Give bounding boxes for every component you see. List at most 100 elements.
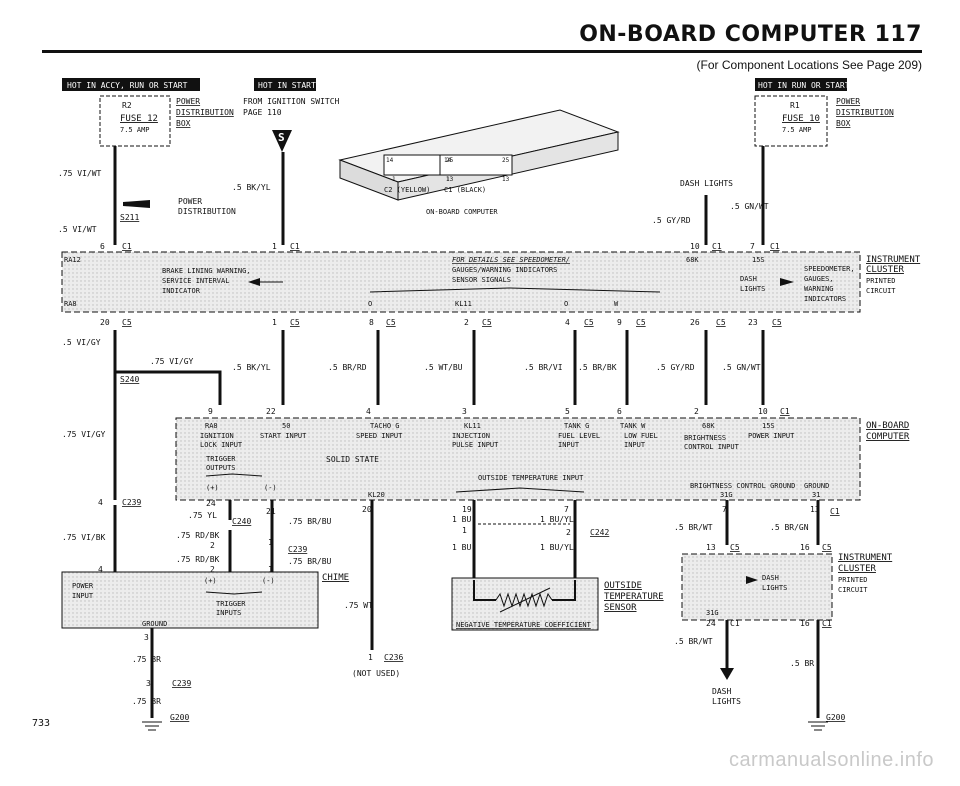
pin-c239-1b: 1	[268, 565, 273, 574]
wire-label-w11: .5 BR/VI	[524, 363, 563, 372]
ic-lower-dash-1: DASH	[762, 574, 779, 582]
wire-label-w16: .75 VI/BK	[62, 533, 106, 542]
wire-label-w15: .75 VI/GY	[62, 430, 106, 439]
hot-label-mid-box	[254, 78, 316, 91]
ic-w: W	[614, 300, 619, 308]
ic-ra12: RA12	[64, 256, 81, 264]
fuse-left-name: FUSE 12	[120, 114, 158, 124]
page-title: ON-BOARD COMPUTER 117	[579, 22, 922, 47]
wire-label-w14: .5 GN/WT	[722, 363, 761, 372]
outside-temp-input: OUTSIDE TEMPERATURE INPUT	[478, 474, 584, 482]
conn-c1-f: C1	[830, 507, 840, 516]
obc-pin-3: 3	[462, 407, 467, 416]
obc-module-picture: 14 25 1 13 14 25 1 13 C2 (YELLOW) C1 (BL…	[338, 109, 620, 216]
dash-lower-arrow-icon	[746, 576, 758, 584]
ots-1: OUTSIDE	[604, 581, 642, 591]
wire-label-w23: 1 BU	[452, 515, 471, 524]
ts-wire-b	[552, 580, 576, 601]
wire-label-w1: .75 VI/WT	[58, 169, 102, 178]
wire-label-w19: .75 RD/BK	[176, 531, 220, 540]
pin-c242-2: 2	[566, 528, 571, 537]
speedo-2: GAUGES,	[804, 275, 834, 283]
wire-label-w6: .5 VI/GY	[62, 338, 101, 347]
conn-c239-c: C239	[172, 679, 191, 688]
ic-ra8: RA8	[64, 300, 77, 308]
obc-in-pin-tankw: TANK W	[620, 422, 646, 430]
ic-kl11: KL11	[455, 300, 472, 308]
obc-in-pin-68k: 68K	[702, 422, 715, 430]
conn-c1-b: C1	[290, 242, 300, 251]
ic-lower-dash-2: LIGHTS	[762, 584, 787, 592]
hot-label-left-box	[62, 78, 200, 91]
trigger-bracket	[205, 473, 263, 477]
page-subtitle: (For Component Locations See Page 209)	[696, 58, 922, 72]
hot-label-left: HOT IN ACCY, RUN OR START	[67, 81, 188, 90]
ground-g200-left: G200	[170, 713, 189, 722]
conn-c1-c: C1	[712, 242, 722, 251]
ground-right-icon	[808, 721, 828, 731]
power-dist-small-1: POWER	[178, 197, 202, 206]
obc-in-ign-2: LOCK INPUT	[200, 441, 243, 449]
ic-label-1: INSTRUMENT	[866, 255, 921, 265]
power-input-ground: GROUND	[142, 620, 167, 628]
obc-in-low-1: LOW FUEL	[624, 432, 658, 440]
obc-31: 31	[812, 491, 820, 499]
ic-label-4: CIRCUIT	[866, 287, 896, 295]
chime-label: CHIME	[322, 573, 349, 583]
splice-s211: S211	[120, 213, 139, 222]
obc-label-2: COMPUTER	[866, 432, 910, 442]
dash-lights-b-2: LIGHTS	[712, 697, 741, 706]
from-ign-1: FROM IGNITION SWITCH	[243, 97, 340, 106]
pin-c242-1: 1	[462, 526, 467, 535]
conn-c1-g: C1	[730, 619, 740, 628]
conn-c5-f: C5	[636, 318, 646, 327]
conn-c1-a: C1	[122, 242, 132, 251]
wire-label-w25: 1 BU	[452, 543, 471, 552]
details-3: SENSOR SIGNALS	[452, 276, 511, 284]
obc-box	[175, 417, 861, 501]
pin-c239-3: 3	[144, 633, 149, 642]
obc-in-pin-ra8: RA8	[205, 422, 218, 430]
wire-label-w13: .5 GY/RD	[656, 363, 695, 372]
obc-in-power: POWER INPUT	[748, 432, 795, 440]
c5-pins: 20 C5 1 C5 8 C5 2 C5 4 C5 9 C5 26 C5 23 …	[100, 318, 782, 327]
ic-dash-1: DASH	[740, 275, 757, 283]
wires-lower	[113, 500, 820, 718]
pin-c5-1: 1	[272, 318, 277, 327]
wire-label-w12: .5 BR/BK	[578, 363, 617, 372]
pin-c5-20: 20	[100, 318, 110, 327]
pi-plus: (+)	[204, 577, 217, 585]
power-dist-right-2: DISTRIBUTION	[836, 108, 894, 117]
wire-label-w17: .75 YL	[188, 511, 217, 520]
pin-7: 7	[564, 505, 569, 514]
conn-c239-a: C239	[122, 498, 141, 507]
speedo-3: WARNING	[804, 285, 834, 293]
speedo-4: INDICATORS	[804, 295, 846, 303]
conn-25a: 25	[446, 157, 454, 164]
power-dist-right-1: POWER	[836, 97, 860, 106]
conn-1b: 1	[446, 176, 450, 183]
pin-c5-2: 2	[464, 318, 469, 327]
pin-c1-1: 1	[272, 242, 277, 251]
obc-in-pin-tankg: TANK G	[564, 422, 589, 430]
conn-c242: C242	[590, 528, 609, 537]
wire-label-w26: 1 BU/YL	[540, 543, 574, 552]
neg-temp-coef: NEGATIVE TEMPERATURE COEFFICIENT	[456, 621, 592, 629]
page-number: 733	[32, 718, 51, 729]
trigger-in-bracket	[205, 591, 263, 595]
brake-2: SERVICE INTERVAL	[162, 277, 229, 285]
ic-68k: 68K	[686, 256, 699, 264]
ic-pin-24: 24	[706, 619, 716, 628]
fuse-right-name: FUSE 10	[782, 114, 820, 124]
ts-wire-a	[473, 580, 496, 601]
pin-c5-26: 26	[690, 318, 700, 327]
ic-lower-label-4: CIRCUIT	[838, 586, 868, 594]
brightness-ground: BRIGHTNESS CONTROL GROUND	[690, 482, 795, 490]
conn-c5-b: C5	[290, 318, 300, 327]
pin-24: 24	[206, 499, 216, 508]
ic-o: O	[368, 300, 372, 308]
signal-bracket	[369, 287, 661, 293]
thermistor-arrow	[499, 587, 551, 613]
trigger-out-2: OUTPUTS	[206, 464, 236, 472]
conn-13b: 13	[502, 176, 510, 183]
